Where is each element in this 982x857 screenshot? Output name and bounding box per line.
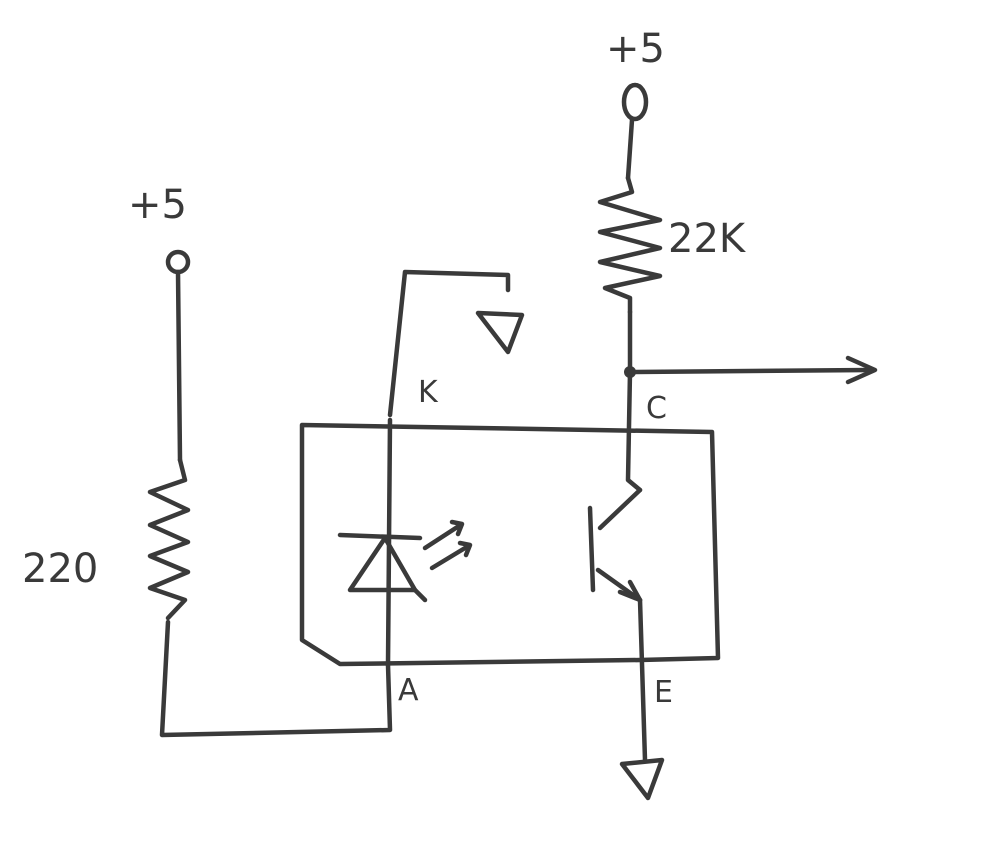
wire-emitter-to-ground <box>637 597 648 763</box>
supply-right-label: +5 <box>606 26 665 72</box>
supply-right-terminal <box>621 82 649 122</box>
wire-cathode-to-ground <box>387 269 511 418</box>
resistor-220 <box>147 457 191 621</box>
pin-cathode-label: K <box>418 375 439 410</box>
wire-supply-right-to-resistor <box>625 117 635 181</box>
resistor-22k <box>597 175 663 315</box>
output-arrow-icon <box>845 355 878 385</box>
wire-supply-left-to-resistor <box>175 269 183 463</box>
output-wire <box>627 367 873 375</box>
supply-left-label: +5 <box>128 182 187 228</box>
transistor-base-bar <box>587 505 596 593</box>
pin-anode-label: A <box>398 673 419 708</box>
pin-collector-label: C <box>646 391 667 426</box>
led-light-arrow-1 <box>422 519 465 551</box>
led-triangle <box>347 535 418 593</box>
led-cathode-bar <box>337 532 423 541</box>
ground-symbol-bottom <box>619 757 665 801</box>
wire-resistor-to-anode <box>159 619 393 738</box>
led-light-arrow-2 <box>429 540 473 571</box>
pin-emitter-label: E <box>654 675 673 710</box>
schematic-drawing: +5 220 K A +5 22K <box>22 26 878 801</box>
wire-collector-lead <box>625 369 643 493</box>
supply-left-terminal <box>165 249 191 275</box>
resistor-22k-label: 22K <box>668 216 747 262</box>
resistor-220-label: 220 <box>22 546 98 592</box>
optocoupler-package <box>299 422 721 667</box>
led-triangle-tail <box>412 587 428 603</box>
transistor-collector-leg <box>597 487 643 531</box>
ground-symbol-top <box>475 310 525 355</box>
